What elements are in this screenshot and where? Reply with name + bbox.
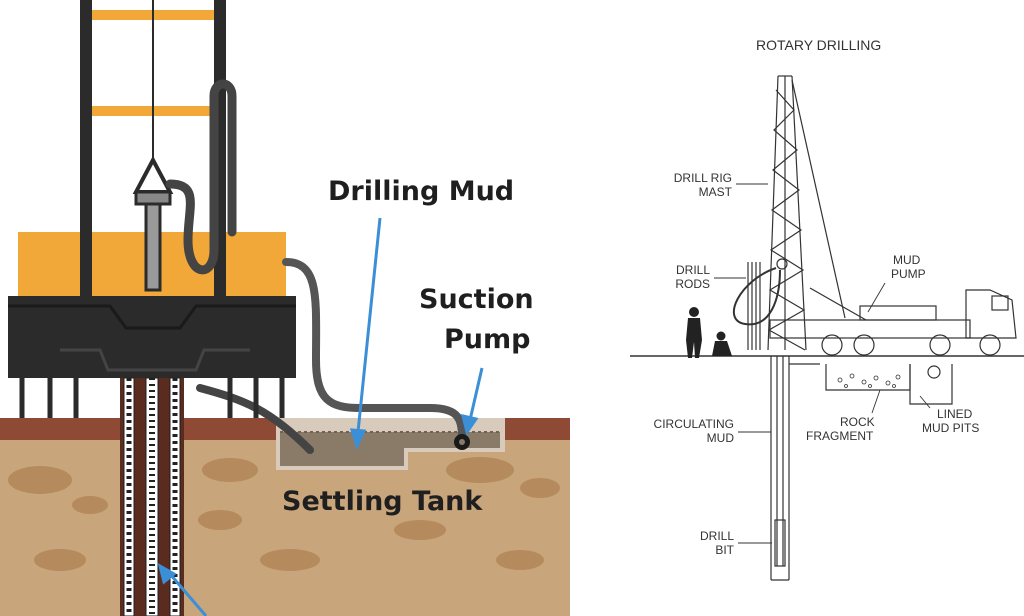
- mud-hose: [165, 79, 237, 275]
- label-mast-2: MAST: [699, 185, 733, 199]
- label-rock-2: FRAGMENT: [806, 429, 874, 443]
- label-drilling-mud: Drilling Mud: [328, 176, 514, 207]
- drill-rods: [747, 262, 761, 350]
- swivel-triangle: [132, 155, 174, 194]
- label-pump-1: MUD: [893, 253, 921, 267]
- workers: [686, 307, 732, 358]
- label-rods-1: DRILL: [676, 263, 710, 277]
- label-settling-tank: Settling Tank: [282, 486, 483, 517]
- right-labels: DRILL RIG MAST DRILL RODS MUD PUMP CIRCU…: [654, 171, 980, 557]
- truck: [769, 287, 1017, 356]
- drill-rig-mast: [767, 75, 846, 351]
- leader-lines: [714, 183, 931, 544]
- mast-left-leg-lower: [80, 232, 92, 300]
- suction-pump-inner: [459, 439, 465, 445]
- label-suction: Suction: [419, 284, 534, 315]
- left-diagram: Drilling Mud Suction Pump Settling Tank: [0, 0, 570, 616]
- settling-tank-mud: [280, 432, 500, 466]
- kelly-bar: [144, 202, 162, 292]
- label-pits-1: LINED: [937, 407, 973, 421]
- label-rock-1: ROCK: [840, 415, 875, 429]
- borehole-diagram: [770, 356, 820, 581]
- label-pits-2: MUD PITS: [922, 421, 979, 435]
- right-diagram: ROTARY DRILLING: [630, 37, 1024, 581]
- diagram-title: ROTARY DRILLING: [756, 37, 881, 53]
- platform-detail: [60, 348, 250, 372]
- label-mast-1: DRILL RIG: [674, 171, 732, 185]
- label-bit-1: DRILL: [700, 529, 734, 543]
- soil-blobs: [8, 457, 560, 571]
- label-bit-2: BIT: [715, 543, 734, 557]
- platform-ridge: [8, 304, 296, 330]
- blue-arrows: [157, 217, 484, 616]
- label-circ-2: MUD: [707, 431, 735, 445]
- platform-legs: [19, 378, 285, 418]
- suction-hose: [282, 258, 466, 444]
- rig-platform: [8, 296, 296, 378]
- mud-pits: [825, 364, 953, 405]
- kelly-hose: [732, 267, 781, 326]
- label-pump-2: PUMP: [891, 267, 926, 281]
- label-rods-2: RODS: [675, 277, 710, 291]
- swivel-block: [134, 190, 172, 206]
- label-circ-1: CIRCULATING: [654, 417, 734, 431]
- mast-left-leg: [80, 0, 92, 240]
- drill-pipe: [145, 377, 159, 616]
- label-pump: Pump: [444, 324, 530, 355]
